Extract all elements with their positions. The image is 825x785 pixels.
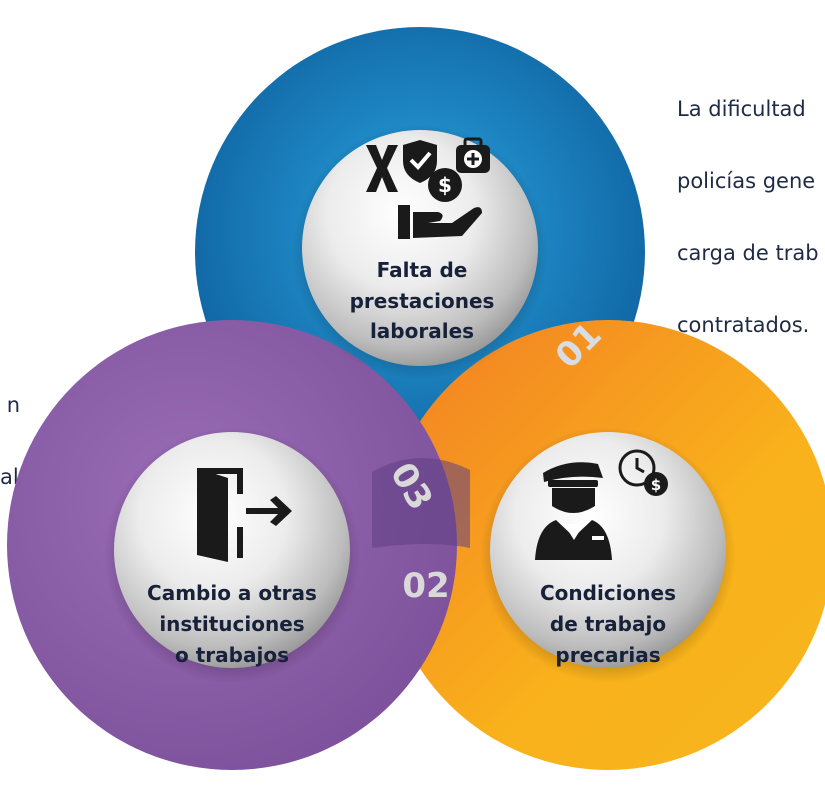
inner-disc-03 bbox=[114, 432, 350, 668]
inner-disc-01 bbox=[302, 130, 538, 366]
label-line: instituciones bbox=[159, 612, 304, 636]
label-line: o trabajos bbox=[175, 643, 289, 667]
police-officer-clock-icon: $ bbox=[535, 449, 668, 560]
side-line: contratados. bbox=[677, 313, 810, 337]
benefits-hand-icon: $ bbox=[366, 137, 490, 239]
label-line: precarias bbox=[555, 643, 660, 667]
overlap-region bbox=[372, 457, 470, 548]
label-line: Cambio a otras bbox=[147, 581, 317, 605]
label-line: prestaciones bbox=[350, 289, 495, 313]
svg-text:$: $ bbox=[438, 173, 452, 197]
label-01: Falta de prestaciones laborales bbox=[350, 258, 495, 343]
label-03: Cambio a otras instituciones o trabajos bbox=[147, 581, 317, 667]
side-line: La dificultad bbox=[677, 97, 806, 121]
label-line: Condiciones bbox=[540, 581, 676, 605]
label-02: Condiciones de trabajo precarias bbox=[540, 581, 676, 667]
step-number-02: 02 bbox=[402, 566, 449, 606]
exit-door-icon bbox=[197, 468, 292, 562]
side-line: n bbox=[6, 393, 20, 417]
label-line: de trabajo bbox=[550, 612, 666, 636]
side-paragraph-right: La dificultad policías gene carga de tra… bbox=[677, 49, 819, 361]
side-line: carga de trab bbox=[677, 241, 819, 265]
svg-text:$: $ bbox=[651, 476, 661, 494]
label-line: laborales bbox=[370, 319, 474, 343]
side-line: policías gene bbox=[677, 169, 816, 193]
label-line: Falta de bbox=[377, 258, 468, 282]
